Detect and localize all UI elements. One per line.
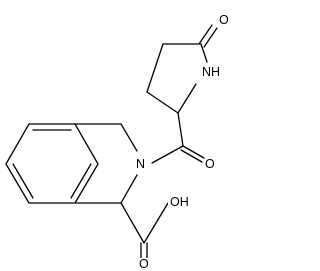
atom-label-ring-oxygen: O xyxy=(219,13,229,27)
bond xyxy=(146,91,179,114)
piperidine-ring xyxy=(74,123,138,204)
double-bond-outer xyxy=(198,24,213,45)
carboxylic-acid-group xyxy=(120,202,169,259)
bond xyxy=(146,43,164,93)
pyrrolidinone-ring xyxy=(146,24,218,114)
bond xyxy=(177,83,197,114)
bond xyxy=(151,145,184,164)
atom-labels: N O NH O OH O xyxy=(135,13,229,271)
atom-label-acid-hydroxyl: OH xyxy=(170,195,189,209)
bond xyxy=(120,123,138,152)
atom-label-acid-oxygen: O xyxy=(139,257,149,271)
atom-label-carbonyl-oxygen: O xyxy=(205,157,215,171)
bond xyxy=(5,123,30,165)
bond xyxy=(74,163,99,204)
chemical-structure: N O NH O OH O xyxy=(5,13,229,271)
double-bond-inner xyxy=(12,163,34,199)
atom-label-ring-nitrogen: N xyxy=(136,157,145,171)
bond xyxy=(143,202,169,244)
amide-carbonyl xyxy=(151,112,205,164)
bond xyxy=(5,163,30,204)
atom-label-amide-nh: NH xyxy=(202,65,220,79)
double-bond-inner xyxy=(70,163,92,199)
bond xyxy=(120,174,138,204)
double-bond-inner xyxy=(203,27,218,48)
bond xyxy=(200,43,208,63)
bond xyxy=(120,202,145,244)
double-bond-inner xyxy=(180,149,203,163)
double-bond-outer xyxy=(182,145,205,159)
bond xyxy=(177,112,184,147)
bond xyxy=(74,123,99,165)
benzene-ring xyxy=(5,123,99,204)
